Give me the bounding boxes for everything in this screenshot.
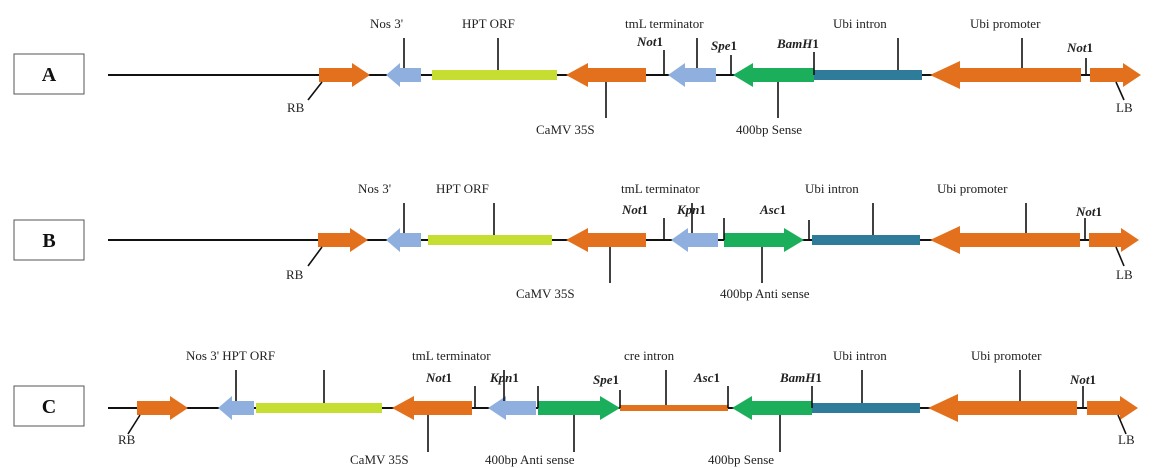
construct-c-cre-intron-label: cre intron [624,348,675,363]
construct-a-rb-label: RB [287,100,305,115]
construct-b-ubi-promoter-arrow [930,226,1080,254]
construct-c-antisense-arrow [538,396,620,420]
construct-a-bamh1-label: BamH1 [776,36,819,51]
construct-b-antisense-arrow [724,228,804,252]
construct-c-tml-arrow [488,396,536,420]
construct-b-tml-arrow [671,228,718,252]
construct-c-camv-label: CaMV 35S [350,452,409,467]
construct-a-hpt-label: HPT ORF [462,16,515,31]
construct-a-box-label: A [42,64,57,86]
construct-b-box [13,219,85,261]
construct-a-nos-arrow [386,63,421,87]
construct-a-hpt-bar [432,70,557,80]
construct-a-ubi-promoter-arrow [930,61,1081,89]
construct-a-tml-label: tmL terminator [625,16,704,31]
construct-a-ubi-promoter-label: Ubi promoter [970,16,1041,31]
construct-c-not2-label: Not1 [1069,372,1096,387]
construct-c-box [13,385,85,427]
construct-b-lb-arrow [1089,228,1139,252]
construct-b-hpt-label: HPT ORF [436,181,489,196]
construct-c: C N [13,348,1138,467]
construct-b-ubi-intron-label: Ubi intron [805,181,859,196]
construct-c-tml-label: tmL terminator [412,348,491,363]
construct-b-nos-label: Nos 3' [358,181,391,196]
construct-b-lb-label: LB [1116,267,1133,282]
construct-a-camv-arrow [566,63,646,87]
construct-a-ubi-intron-label: Ubi intron [833,16,887,31]
construct-b-hpt-bar [428,235,552,245]
construct-a-box [13,53,85,95]
construct-c-insert-sense-label: 400bp Sense [708,452,774,467]
construct-c-rb-arrow [137,396,188,420]
construct-c-box-label: C [42,396,56,418]
construct-c-kpn1-label: Kpn1 [489,370,519,385]
construct-c-asc1-label: Asc1 [693,370,720,385]
construct-c-rb-label: RB [118,432,136,447]
construct-c-nos-hpt-label: Nos 3' HPT ORF [186,348,275,363]
construct-b-not2-label: Not1 [1075,204,1102,219]
construct-c-ticks [127,370,1127,452]
construct-b-nos-arrow [386,228,421,252]
construct-a-not1-label: Not1 [636,34,663,49]
construct-b-ticks [307,203,1125,283]
construct-c-ubi-promoter-label: Ubi promoter [971,348,1042,363]
construct-a-sense-arrow [733,63,814,87]
construct-b-ubi-promoter-label: Ubi promoter [937,181,1008,196]
construct-c-lb-arrow [1087,396,1138,420]
construct-b-rb-arrow [318,228,368,252]
construct-b-box-label: B [42,230,55,252]
construct-a-camv-label: CaMV 35S [536,122,595,137]
construct-c-ubi-intron-bar [812,403,920,413]
construct-a-spe1-label: Spe1 [711,38,737,53]
construct-b-asc1-label: Asc1 [759,202,786,217]
construct-c-not1-label: Not1 [425,370,452,385]
construct-b-ubi-intron-bar [812,235,920,245]
construct-b-insert-label: 400bp Anti sense [720,286,810,301]
construct-c-cre-intron-bar [620,405,728,411]
construct-c-insert-anti-label: 400bp Anti sense [485,452,575,467]
construct-a-ubi-intron-bar [814,70,922,80]
construct-c-ubi-promoter-arrow [928,394,1077,422]
construct-a-ticks [307,38,1125,118]
construct-c-nos-arrow [218,396,254,420]
construct-a-nos-label: Nos 3' [370,16,403,31]
construct-b-not1-label: Not1 [621,202,648,217]
construct-c-bamh1-label: BamH1 [779,370,822,385]
construct-c-ubi-intron-label: Ubi intron [833,348,887,363]
construct-b-camv-label: CaMV 35S [516,286,575,301]
construct-a-rb-arrow [319,63,370,87]
construct-c-spe1-label: Spe1 [593,372,619,387]
construct-c-hpt-bar [256,403,382,413]
construct-a-tml-arrow [668,63,716,87]
construct-b-camv-arrow [566,228,646,252]
construct-a: A Nos 3' HPT ORF t [13,16,1141,137]
construct-a-insert-label: 400bp Sense [736,122,802,137]
construct-c-sense-arrow [732,396,812,420]
construct-b: B Nos 3' HPT ORF tmL terminator [13,181,1139,301]
construct-c-camv-arrow [392,396,472,420]
construct-b-tml-label: tmL terminator [621,181,700,196]
construct-b-rb-label: RB [286,267,304,282]
construct-a-lb-arrow [1090,63,1141,87]
construct-c-lb-label: LB [1118,432,1135,447]
construct-a-lb-label: LB [1116,100,1133,115]
construct-b-kpn1-label: Kpn1 [676,202,706,217]
construct-a-not2-label: Not1 [1066,40,1093,55]
